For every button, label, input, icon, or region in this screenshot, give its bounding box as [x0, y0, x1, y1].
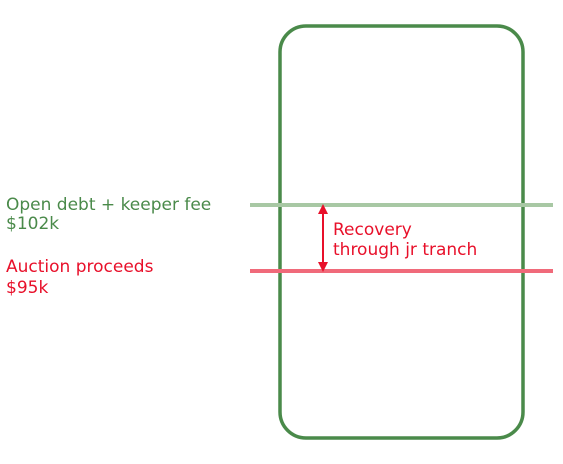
- debt-label: Open debt + keeper fee: [6, 195, 212, 215]
- vault-container: [278, 24, 525, 440]
- recovery-label-line1: Recovery: [333, 220, 412, 240]
- auction-value: $95k: [6, 278, 49, 298]
- debt-value: $102k: [6, 214, 60, 234]
- recovery-label-line2: through jr tranch: [333, 240, 478, 260]
- auction-label: Auction proceeds: [6, 257, 154, 277]
